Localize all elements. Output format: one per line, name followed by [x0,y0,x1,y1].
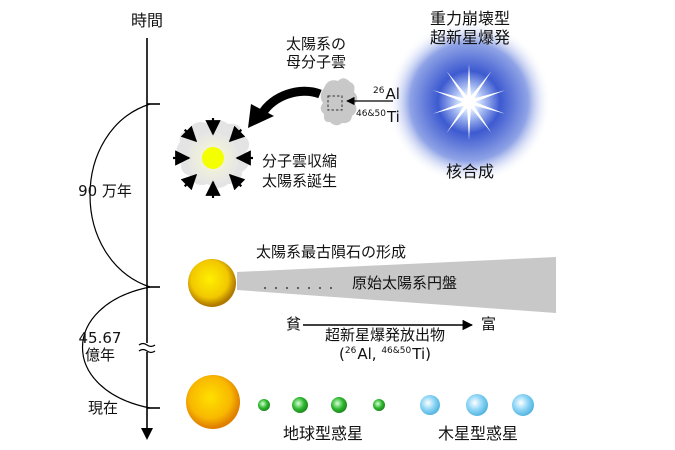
protosun [202,147,224,169]
poor-label: 貧 [286,315,302,333]
interval-bracket-2 [82,286,151,409]
cloud-title-line1: 太陽系の [285,35,346,53]
axis-break-gap [139,343,155,352]
time-axis-arrowhead [141,428,153,440]
cloud-region-box [327,95,343,111]
terrestrial-planet-1 [258,399,270,411]
contraction-arrows [173,118,253,198]
ejecta-isotopes: (26Al, 46&50Ti) [339,345,431,363]
jovian-planet-1 [420,395,440,415]
disk-label: 原始太陽系円盤 [352,274,458,292]
jovian-planet-3 [512,394,534,416]
collapse-label-line2: 太陽系誕生 [262,172,338,190]
protoplanetary-disk [237,257,556,313]
cloud-title-line2: 母分子雲 [285,53,346,71]
disk-dot [318,286,322,290]
interval-bracket-1 [89,103,151,288]
disk-dot [307,286,311,290]
supernova-title-line2: 超新星爆発 [429,28,510,47]
young-sun [188,259,236,307]
supernova-star-icon [432,64,506,140]
contraction-arrow [228,173,246,191]
present-sun [186,375,240,429]
interval-label-2-unit: 億年 [84,346,115,364]
disk-dots [263,286,333,290]
jovian-label: 木星型惑星 [437,424,518,443]
molecular-cloud [320,78,358,126]
al-isotope-label: 26Al [373,85,400,103]
present-label: 現在 [87,399,118,417]
contraction-arrow [180,125,198,143]
supernova-core [462,95,476,109]
axis-label: 時間 [130,11,163,30]
disk-dot [296,286,300,290]
interval-label-2-value: 45.67 [78,329,122,347]
disk-dot [274,286,278,290]
collapse-arrow-head [248,104,274,128]
contraction-arrow [180,173,198,191]
nucleosynthesis-label: 核合成 [445,162,494,181]
interval-label-1: 90 万年 [78,182,132,200]
terrestrial-planet-2 [292,397,308,413]
supernova-title-line1: 重力崩壊型 [429,9,510,28]
collapse-arrow-shaft [258,86,322,117]
terrestrial-label: 地球型惑星 [282,424,363,443]
ejecta-label: 超新星爆発放出物 [324,326,445,344]
disk-dot [329,286,333,290]
jovian-planet-2 [466,394,488,416]
rich-label: 富 [481,315,497,333]
axis-break-mark [138,342,156,354]
collapse-label-line1: 分子雲収縮 [262,152,338,170]
terrestrial-planet-3 [331,397,347,413]
disk-dot [263,286,267,290]
contraction-arrow [228,125,246,143]
disk-dot [285,286,289,290]
terrestrial-planet-4 [373,399,385,411]
ti-isotope-label: 46&50Ti [356,108,400,126]
meteorite-label: 太陽系最古隕石の形成 [256,243,407,261]
